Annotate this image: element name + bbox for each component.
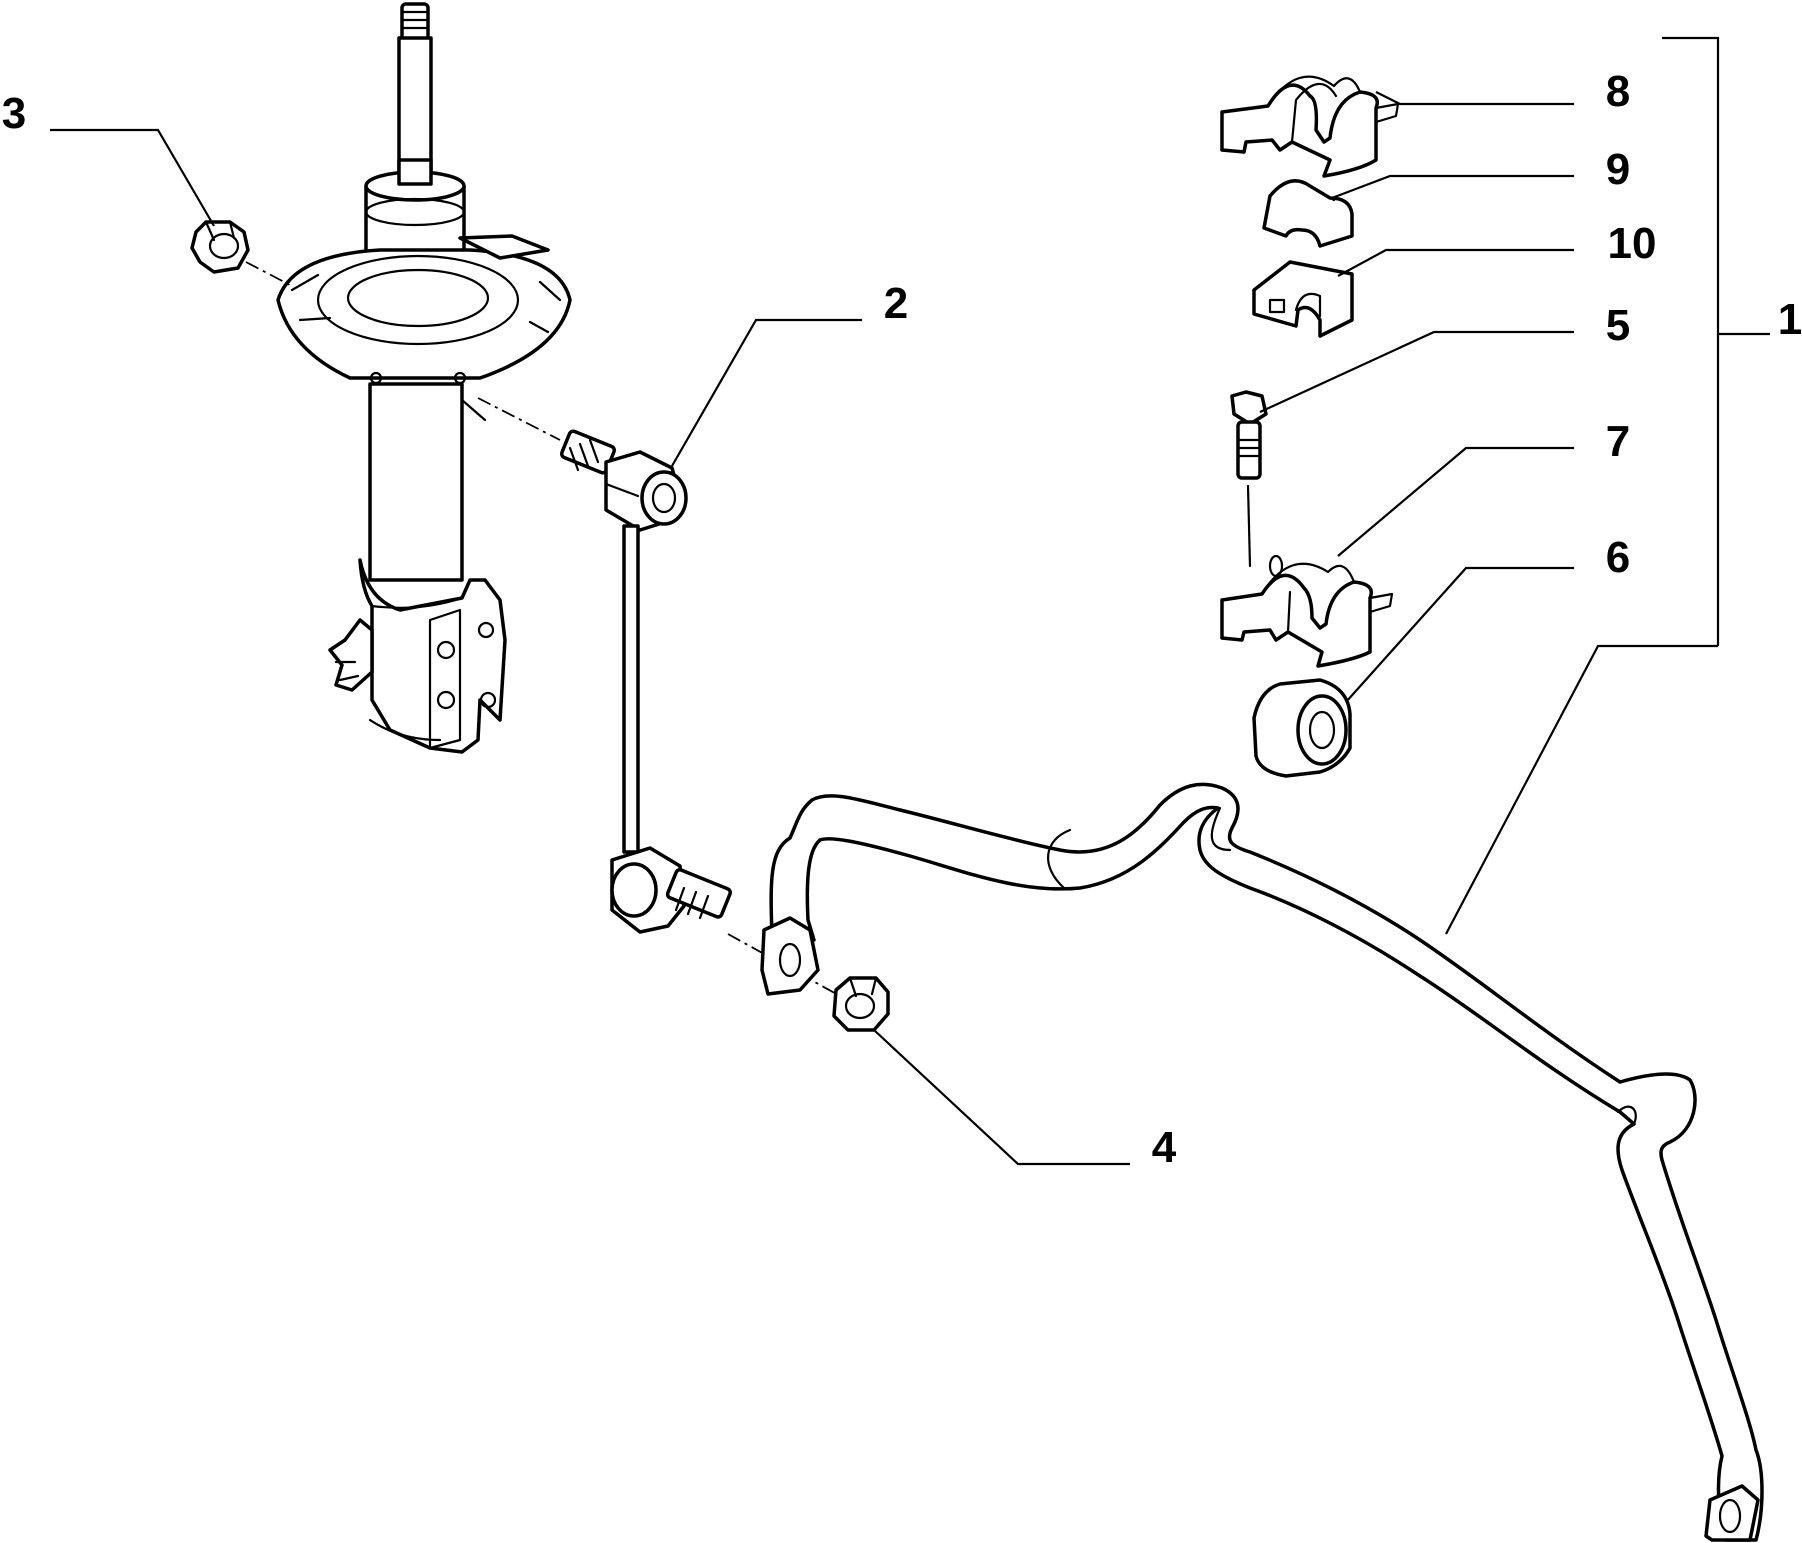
callout-2: 2 (884, 279, 908, 328)
leader-1-bar (1445, 644, 1718, 935)
leader-3 (50, 128, 215, 227)
callout-10: 10 (1608, 219, 1657, 268)
part-7-clamp (1220, 554, 1394, 668)
part-9-bushing-half (1262, 179, 1354, 248)
part-10-bushing-half (1252, 260, 1354, 338)
callout-1: 1 (1778, 295, 1802, 344)
part-4-nut (832, 976, 890, 1032)
leader-2 (671, 318, 862, 467)
callout-8: 8 (1606, 67, 1630, 116)
part-3-nut (190, 220, 250, 274)
leader-10 (1337, 248, 1574, 277)
part-6-bushing (1252, 678, 1352, 778)
callout-3: 3 (2, 89, 26, 138)
part-2-stabilizer-link (559, 429, 732, 934)
callout-7: 7 (1606, 417, 1630, 466)
callouts: 3 2 4 8 9 10 5 7 6 1 (2, 67, 1802, 1172)
part-5-bolt (1230, 390, 1268, 480)
leader-8 (1375, 91, 1574, 106)
leader-4 (873, 1029, 1130, 1166)
leader-7 (1337, 446, 1574, 557)
leader-9 (1331, 174, 1574, 200)
callout-4: 4 (1152, 1123, 1177, 1172)
part-8-clamp (1220, 75, 1400, 178)
axis-strut-to-link (477, 397, 561, 441)
shock-absorber-strut (276, 2, 572, 754)
bracket-group-1 (1662, 36, 1720, 646)
leader-5 (1259, 330, 1574, 413)
axis-nut3-to-strut (245, 261, 291, 286)
leader-6 (1345, 566, 1574, 703)
callout-6: 6 (1606, 533, 1630, 582)
callout-9: 9 (1606, 145, 1630, 194)
axis-bolt-to-clamp (1246, 484, 1252, 568)
leader-lines (50, 36, 1770, 1166)
part-1-stabilizer-bar (760, 782, 1764, 1542)
callout-5: 5 (1606, 301, 1630, 350)
